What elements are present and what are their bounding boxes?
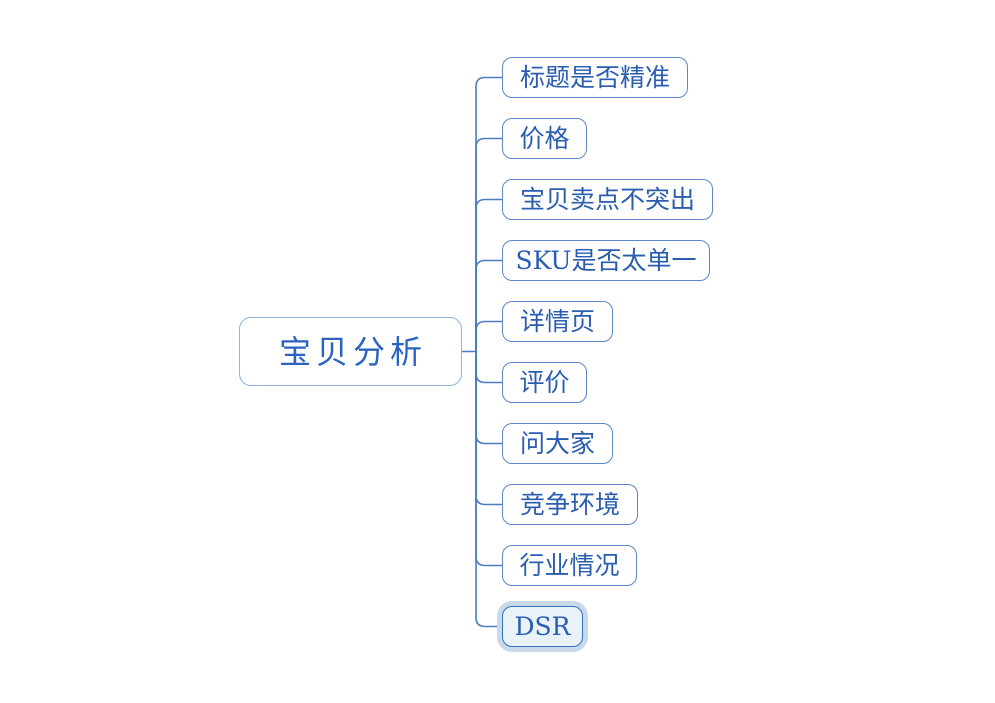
mindmap-node[interactable]: 评价 [502,362,587,403]
mindmap-node[interactable]: 宝贝卖点不突出 [502,179,713,220]
mindmap-node[interactable]: 标题是否精准 [502,57,688,98]
root-node[interactable]: 宝贝分析 [239,317,462,386]
mindmap-node[interactable]: 问大家 [502,423,613,464]
mindmap-node[interactable]: 详情页 [502,301,613,342]
mindmap-node[interactable]: SKU是否太单一 [502,240,710,281]
mindmap-node[interactable]: 价格 [502,118,587,159]
mindmap-node[interactable]: 竞争环境 [502,484,638,525]
mindmap-node[interactable]: 行业情况 [502,545,637,586]
mindmap-node-selected[interactable]: DSR [502,606,583,647]
